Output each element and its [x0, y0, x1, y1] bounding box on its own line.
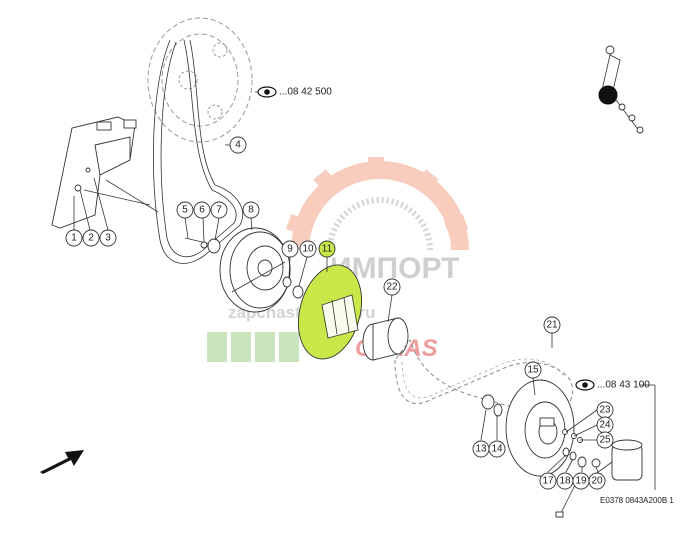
callout-10: 10 — [299, 240, 317, 258]
callout-7: 7 — [210, 201, 228, 219]
callout-label: 20 — [591, 476, 603, 487]
callout-1: 1 — [65, 229, 83, 247]
callout-25: 25 — [596, 431, 614, 449]
drawing-code: E0378 0843A200B 1 — [600, 496, 674, 505]
callout-label: 11 — [322, 244, 333, 255]
callout-label: 19 — [575, 476, 587, 487]
callout-21: 21 — [543, 316, 561, 334]
callout-label: 17 — [542, 476, 554, 487]
callout-19: 19 — [572, 472, 590, 490]
drive-belt — [153, 39, 243, 264]
callout-4: 4 — [229, 136, 247, 154]
callout-label: 24 — [599, 420, 611, 431]
small-parts — [562, 429, 601, 468]
reference-code-top: ...08 42 500 — [279, 87, 332, 98]
clutch-plate-highlighted — [298, 264, 362, 360]
callout-label: 2 — [88, 233, 94, 244]
direction-arrow-icon — [40, 450, 84, 474]
callout-8: 8 — [242, 201, 260, 219]
washer — [292, 285, 304, 299]
callout-9: 9 — [281, 240, 299, 258]
callout-5: 5 — [176, 201, 194, 219]
callout-label: 15 — [527, 365, 539, 376]
callout-label: 14 — [491, 444, 503, 455]
reference-code-right: ...08 43 100 — [597, 380, 650, 391]
callout-3: 3 — [99, 229, 117, 247]
callout-label: 18 — [559, 476, 571, 487]
callout-13: 13 — [472, 440, 490, 458]
callout-label: 13 — [475, 444, 487, 455]
leader-lines — [73, 91, 656, 490]
callout-label: 3 — [105, 233, 111, 244]
callout-label: 1 — [71, 233, 77, 244]
callout-label: 5 — [182, 205, 188, 216]
callout-14: 14 — [488, 440, 506, 458]
callout-label: 23 — [599, 405, 611, 416]
lower-belt — [394, 338, 574, 417]
mounting-bracket — [51, 116, 159, 229]
watermark-green-bars — [207, 332, 299, 362]
callout-label: 8 — [248, 205, 254, 216]
callout-label: 7 — [216, 205, 222, 216]
upper-pulley — [147, 17, 253, 143]
callout-18: 18 — [556, 472, 574, 490]
bolt-assembly — [184, 237, 221, 254]
callout-23: 23 — [596, 401, 614, 419]
callout-22: 22 — [383, 278, 401, 296]
eye-icon — [575, 379, 595, 391]
callout-24: 24 — [596, 416, 614, 434]
callout-label: 25 — [599, 435, 611, 446]
eye-icon — [257, 86, 277, 98]
lever-icon — [598, 45, 644, 134]
hub-sleeve — [362, 317, 409, 361]
callout-label: 10 — [302, 244, 314, 255]
callout-label: 9 — [287, 244, 293, 255]
callout-6: 6 — [193, 201, 211, 219]
callout-20: 20 — [588, 472, 606, 490]
watermark-gear-icon — [285, 157, 469, 251]
callout-11: 11 — [318, 240, 336, 258]
reference-label-right: ...08 43 100 — [575, 379, 650, 391]
reference-label-top: ...08 42 500 — [257, 86, 332, 98]
callout-label: 22 — [386, 282, 398, 293]
callout-label: 21 — [546, 320, 558, 331]
callout-17: 17 — [539, 472, 557, 490]
callout-label: 4 — [235, 140, 241, 151]
callout-15: 15 — [524, 361, 542, 379]
lower-pulley — [481, 379, 575, 477]
callout-2: 2 — [82, 229, 100, 247]
pulley — [219, 227, 291, 313]
callout-label: 6 — [199, 205, 205, 216]
washer — [282, 276, 292, 288]
